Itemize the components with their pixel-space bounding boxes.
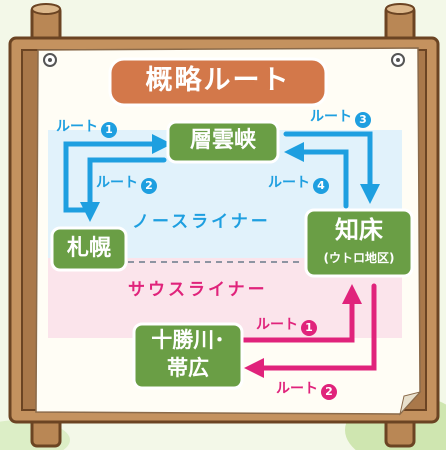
- route-number-badge: 3: [355, 112, 371, 128]
- node-tokachi-box: [132, 322, 244, 390]
- route-north-4-arrow: [284, 142, 349, 209]
- route-number-badge: 2: [141, 178, 157, 194]
- node-tokachi-label-line1: 十勝川･: [151, 328, 225, 352]
- node-sapporo-box: [50, 226, 128, 272]
- route-south-2-arrow: [244, 283, 377, 378]
- route-north-4-text: ルート: [268, 175, 310, 191]
- north-liner-label: ノースライナー: [132, 212, 271, 232]
- node-sounkyo-box: [166, 120, 280, 164]
- south-band: [48, 258, 402, 338]
- route-north-1-arrow: [63, 134, 172, 213]
- title-badge: [108, 57, 328, 107]
- node-tokachi-label-line2: 帯広: [167, 356, 209, 380]
- route-south-1-text: ルート: [256, 317, 298, 333]
- pin-icon: [43, 53, 405, 67]
- route-north-3-text: ルート: [310, 109, 352, 125]
- route-number-badge: 1: [101, 122, 117, 138]
- route-north-3-arrow: [283, 131, 380, 204]
- route-number-badge: 1: [301, 320, 317, 336]
- node-sounkyo-label: 層雲峡: [189, 128, 256, 153]
- route-south-1-arrow: [241, 284, 362, 343]
- route-north-2-arrow: [80, 157, 167, 222]
- node-shiretoko-box: [304, 208, 414, 278]
- route-number-badge: 2: [321, 384, 337, 400]
- page-title: 概略ルート: [145, 65, 291, 96]
- route-north-1-text: ルート: [56, 119, 98, 135]
- route-number-badge: 4: [313, 178, 329, 194]
- node-sapporo-label: 札幌: [66, 236, 111, 261]
- route-north-2-text: ルート: [96, 175, 138, 191]
- node-shiretoko-label: 知床: [335, 216, 383, 244]
- route-south-2-text: ルート: [276, 381, 318, 397]
- south-liner-label: サウスライナー: [128, 280, 268, 300]
- node-shiretoko-sub-label: (ウトロ地区): [323, 251, 395, 265]
